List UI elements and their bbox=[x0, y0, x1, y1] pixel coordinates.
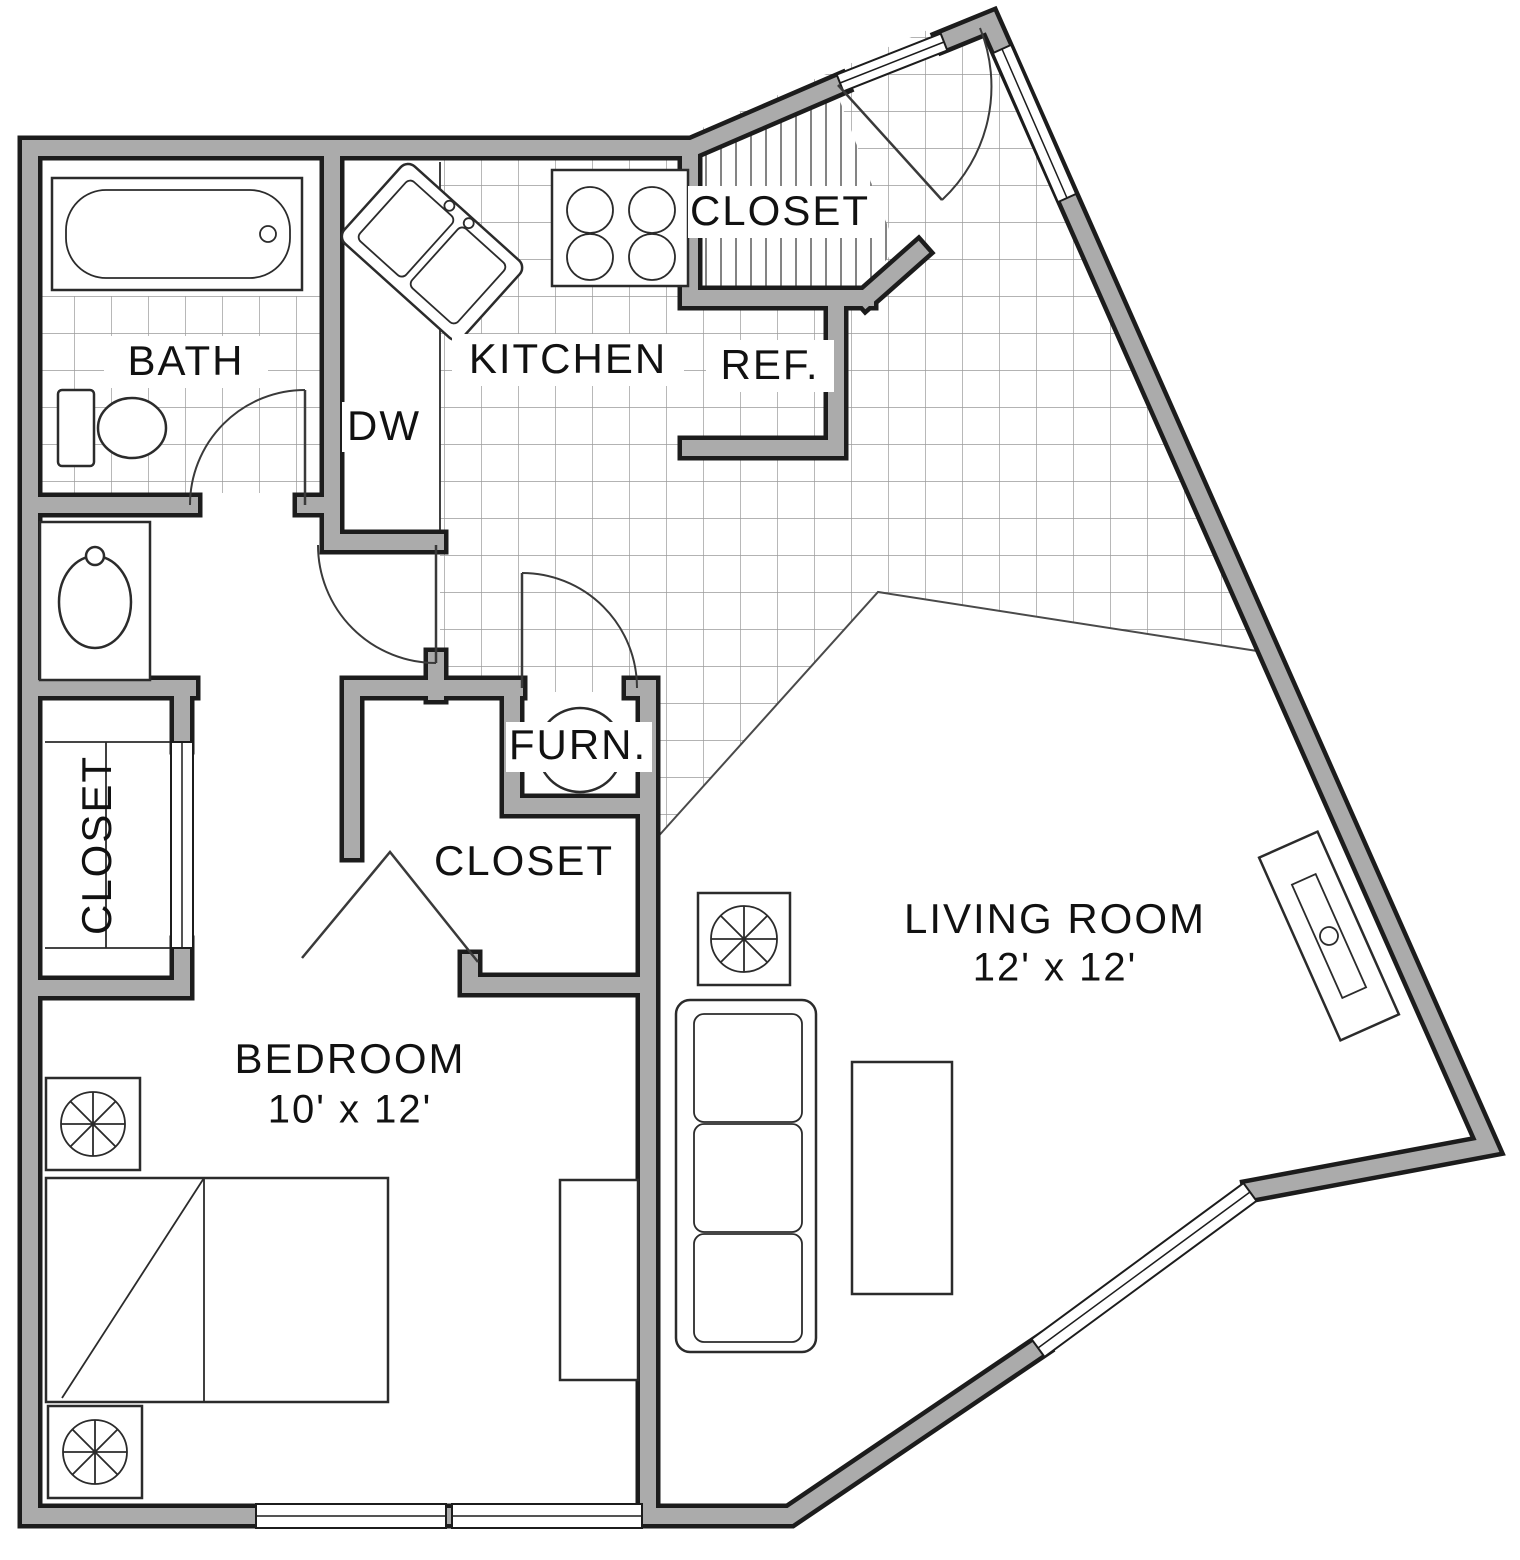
nightstand-top bbox=[44, 1076, 142, 1172]
toilet bbox=[56, 388, 168, 468]
entry-closet-label: CLOSET bbox=[690, 187, 870, 234]
living-room-dimensions: 12' x 12' bbox=[973, 946, 1137, 990]
vanity-sink bbox=[38, 520, 152, 682]
entry-sidelight-window bbox=[991, 43, 1078, 204]
end-table bbox=[696, 891, 792, 987]
kitchen-hall-door bbox=[317, 544, 438, 664]
bathroom-fixtures bbox=[38, 176, 304, 682]
entry-door-threshold bbox=[835, 32, 949, 93]
bedroom-dimensions: 10' x 12' bbox=[268, 1088, 432, 1132]
dresser bbox=[558, 1178, 640, 1382]
bedroom-closet-label: CLOSET bbox=[434, 837, 614, 884]
left-closet-label: CLOSET bbox=[73, 755, 120, 935]
bedroom-window-right bbox=[451, 1503, 643, 1529]
bedroom-label: BEDROOM bbox=[234, 1035, 465, 1082]
left-closet-door bbox=[170, 741, 194, 949]
kitchen-label: KITCHEN bbox=[469, 335, 667, 382]
bedroom-closet-bifold-doors bbox=[301, 850, 479, 963]
bed bbox=[44, 1176, 390, 1404]
furnace-label: FURN. bbox=[509, 721, 647, 768]
living-room-label: LIVING ROOM bbox=[904, 895, 1206, 942]
refrigerator-label: REF. bbox=[720, 341, 819, 388]
tv-console bbox=[1257, 829, 1401, 1043]
lamp-symbol bbox=[60, 1091, 126, 1157]
door-layer bbox=[189, 27, 993, 963]
bath-door bbox=[189, 389, 307, 506]
coffee-table bbox=[850, 1060, 954, 1296]
left-closet-shelving bbox=[45, 741, 170, 949]
lamp-symbol bbox=[710, 905, 778, 973]
bathtub bbox=[50, 176, 304, 292]
openings-layer bbox=[170, 32, 1258, 1529]
entry-door bbox=[837, 27, 993, 201]
bedroom-window-left bbox=[255, 1503, 447, 1529]
bedroom-furniture bbox=[44, 1076, 640, 1500]
carpet-edge-line bbox=[654, 590, 1271, 841]
bath-label: BATH bbox=[128, 337, 245, 384]
label-layer: BATH DW KITCHEN CLOSET REF. FURN. CLOSET… bbox=[73, 186, 1206, 1132]
sofa bbox=[674, 998, 818, 1354]
patio-sliding-door bbox=[1030, 1181, 1258, 1359]
stove bbox=[550, 168, 690, 288]
furnace-door bbox=[520, 572, 638, 689]
living-room-furniture bbox=[674, 829, 1401, 1354]
nightstand-bottom bbox=[46, 1404, 144, 1500]
kitchen-double-sink bbox=[340, 162, 524, 342]
dishwasher-label: DW bbox=[347, 402, 421, 449]
lamp-symbol bbox=[62, 1419, 128, 1485]
